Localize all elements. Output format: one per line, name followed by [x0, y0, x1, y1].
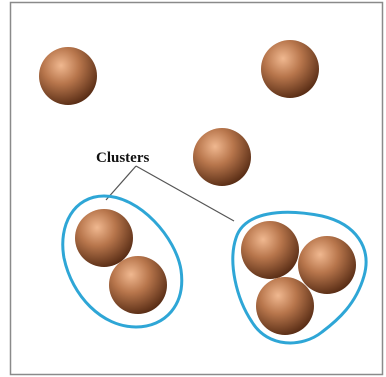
free-particle: [261, 40, 319, 98]
cluster-particle: [298, 236, 356, 294]
cluster-particle: [75, 209, 133, 267]
free-particle: [193, 128, 251, 186]
cluster-particle: [109, 256, 167, 314]
free-particle: [39, 47, 97, 105]
clusters-label: Clusters: [96, 150, 149, 166]
cluster-particle: [256, 277, 314, 335]
cluster-particle: [241, 221, 299, 279]
